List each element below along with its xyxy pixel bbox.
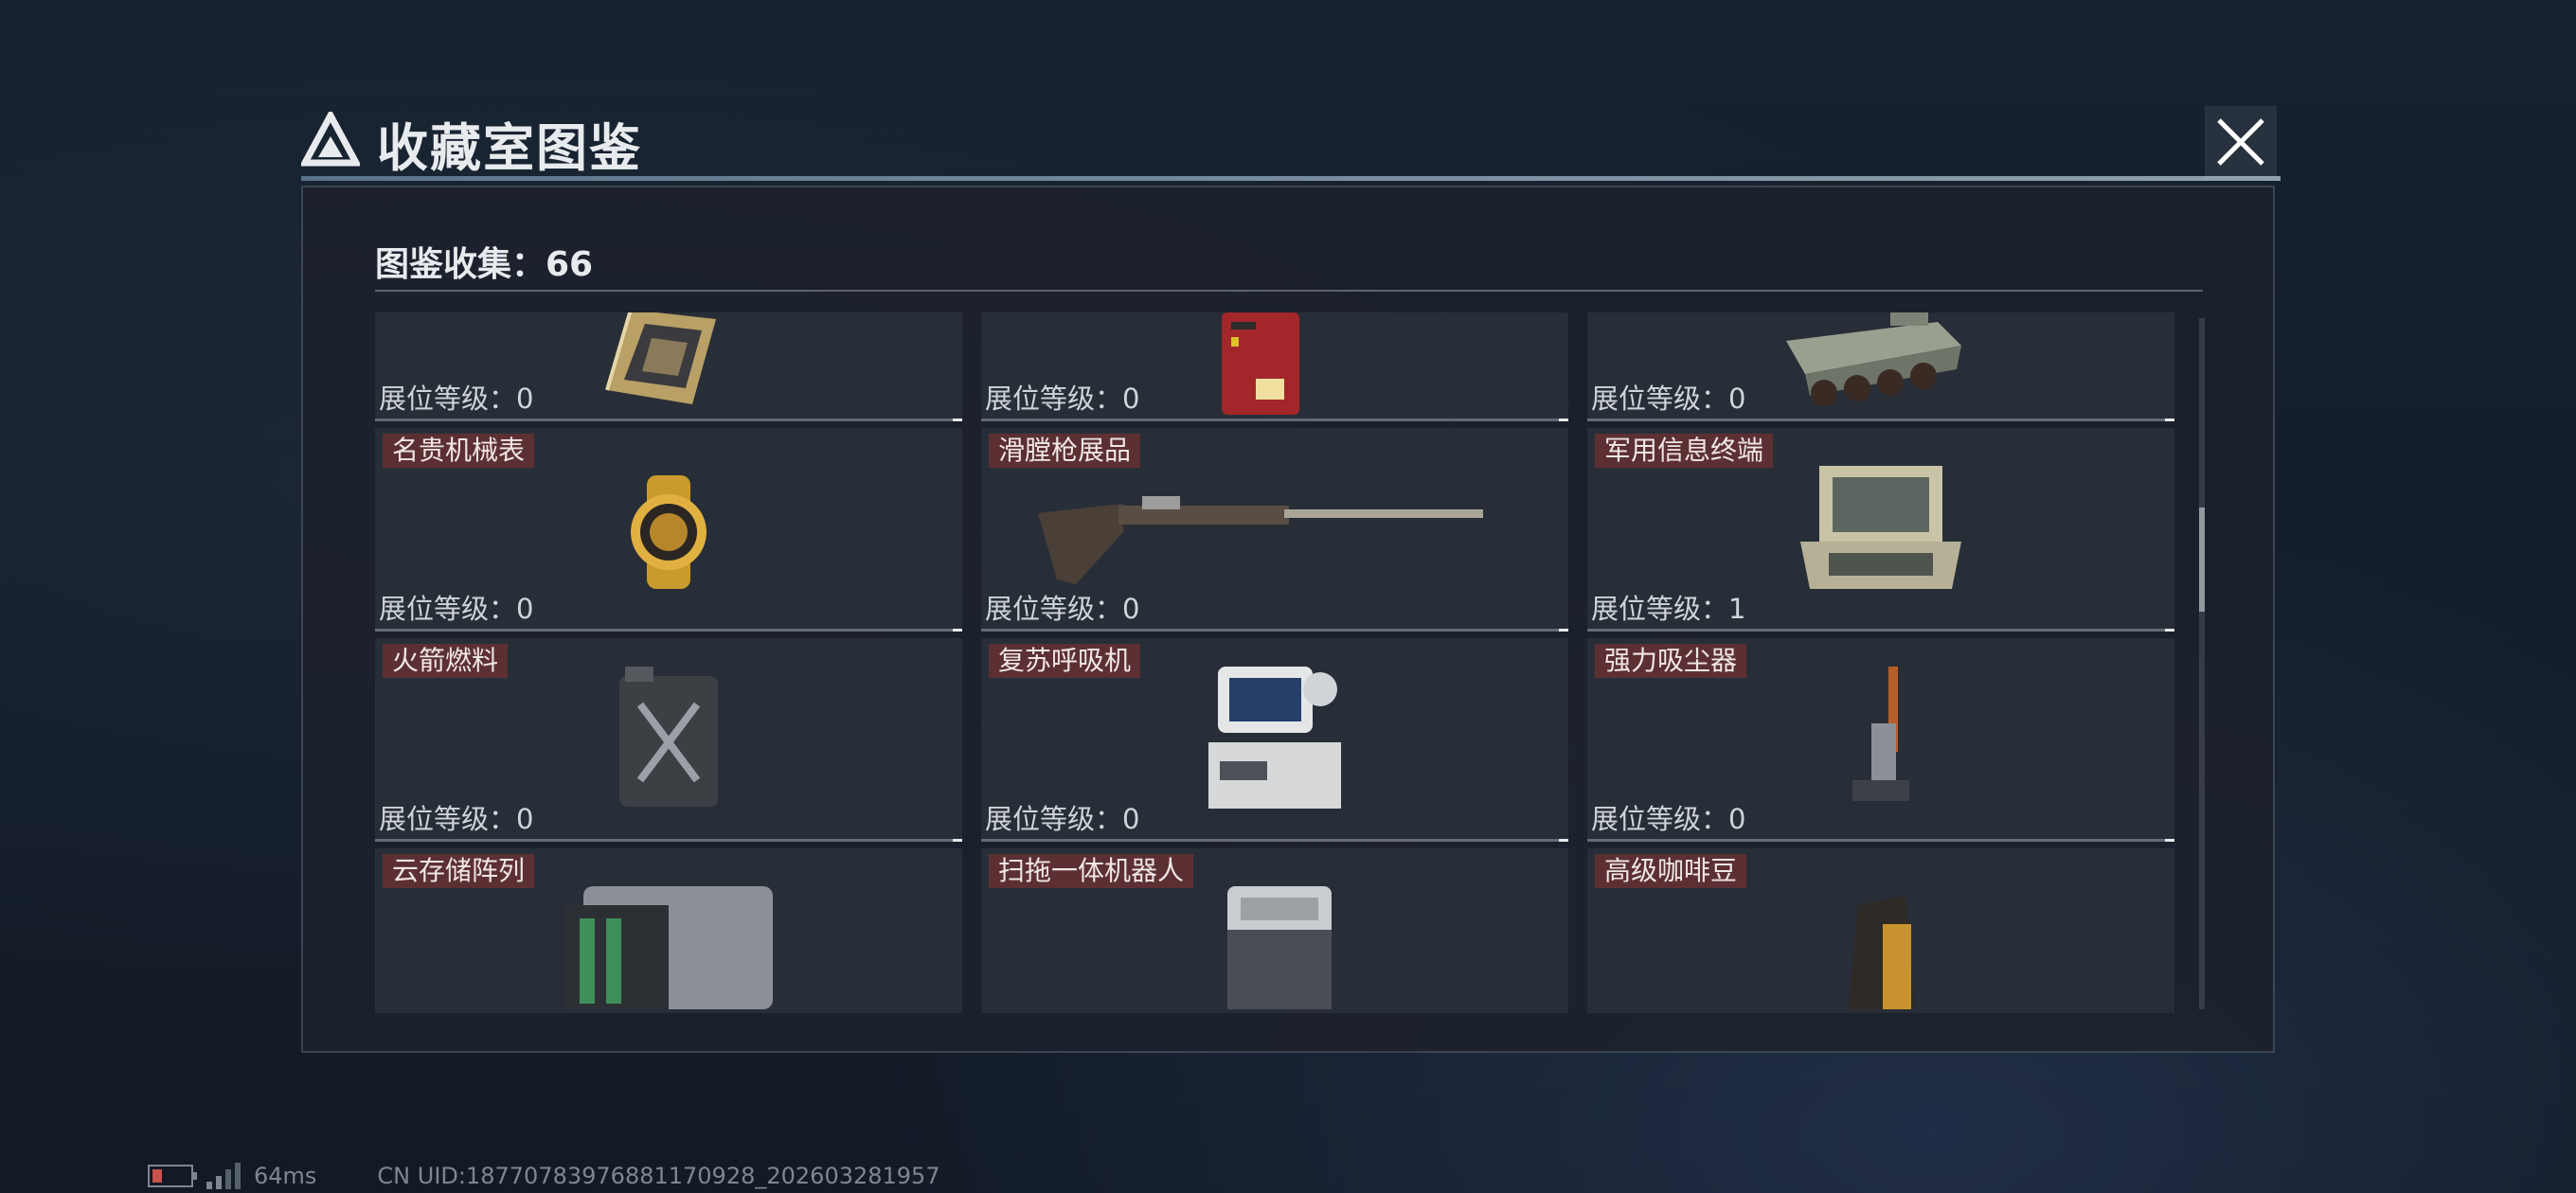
window-title: 收藏室图鉴: [377, 118, 642, 178]
storage-array-icon: [564, 886, 773, 1009]
booth-level: 展位等级：0: [1591, 803, 1746, 835]
collection-card[interactable]: 扫拖一体机器人: [981, 848, 1568, 1013]
booth-level: 展位等级：0: [985, 383, 1140, 415]
scrollbar-thumb[interactable]: [2199, 507, 2205, 612]
gold-circuit-chip-icon: [605, 312, 716, 404]
item-name-tag: 军用信息终端: [1595, 434, 1774, 468]
item-name-tag: 强力吸尘器: [1595, 644, 1747, 678]
item-name-tag: 高级咖啡豆: [1595, 854, 1747, 888]
booth-level: 展位等级：0: [379, 593, 534, 625]
ping-value: 64ms: [254, 1163, 317, 1189]
collection-card[interactable]: 展位等级：0: [1587, 312, 2174, 421]
delta-logo-icon: [301, 112, 360, 167]
booth-level: 展位等级：0: [985, 593, 1140, 625]
collection-card[interactable]: 滑膛枪展品 展位等级：0: [981, 428, 1568, 632]
collection-card[interactable]: 强力吸尘器 展位等级：0: [1587, 638, 2174, 842]
grid-scrollbar[interactable]: [2199, 318, 2205, 1009]
item-name-tag: 复苏呼吸机: [989, 644, 1141, 678]
gold-watch-icon: [631, 475, 707, 589]
booth-level: 展位等级：0: [1591, 383, 1746, 415]
status-bar: 64ms CN UID:18770783976881170928_2026032…: [148, 1163, 940, 1189]
collection-card[interactable]: 展位等级：0: [981, 312, 1568, 421]
item-name-tag: 滑膛枪展品: [989, 434, 1141, 468]
collection-count: 图鉴收集：66: [375, 245, 594, 284]
signal-icon: [206, 1163, 241, 1189]
battery-icon: [148, 1165, 197, 1187]
collection-card[interactable]: 火箭燃料 展位等级：0: [375, 638, 962, 842]
booth-level: 展位等级：0: [985, 803, 1140, 835]
collection-card[interactable]: 高级咖啡豆: [1587, 848, 2174, 1013]
collection-card[interactable]: 名贵机械表 展位等级：0: [375, 428, 962, 632]
coffee-bag-icon: [1849, 896, 1915, 1009]
item-name-tag: 扫拖一体机器人: [989, 854, 1194, 888]
fuel-canister-icon: [619, 667, 718, 807]
red-card-device-icon: [1222, 312, 1299, 415]
item-name-tag: 云存储阵列: [383, 854, 535, 888]
collection-card[interactable]: 军用信息终端 展位等级：1: [1587, 428, 2174, 632]
musket-icon: [1038, 496, 1483, 584]
collection-card[interactable]: 云存储阵列: [375, 848, 962, 1013]
collection-card[interactable]: 复苏呼吸机 展位等级：0: [981, 638, 1568, 842]
uid-text: CN UID:18770783976881170928_202603281957: [377, 1163, 940, 1189]
ventilator-icon: [1208, 667, 1341, 809]
collection-card[interactable]: 展位等级：0: [375, 312, 962, 421]
collection-panel: 图鉴收集：66 展位等级：0 展位等级: [301, 186, 2275, 1053]
booth-level: 展位等级：0: [379, 803, 534, 835]
close-button[interactable]: [2205, 106, 2277, 178]
title-divider: [301, 176, 2281, 181]
armored-vehicle-icon: [1786, 312, 1961, 406]
booth-level: 展位等级：1: [1591, 593, 1746, 625]
item-grid-viewport[interactable]: 展位等级：0 展位等级：0 展位等级：0: [375, 312, 2203, 1013]
vacuum-cleaner-icon: [1852, 667, 1909, 801]
close-icon: [2217, 118, 2264, 166]
item-name-tag: 火箭燃料: [383, 644, 509, 678]
mop-robot-icon: [1227, 886, 1332, 1009]
window-titlebar: 收藏室图鉴: [301, 102, 2281, 181]
military-terminal-icon: [1800, 466, 1961, 589]
booth-level: 展位等级：0: [379, 383, 534, 415]
item-name-tag: 名贵机械表: [383, 434, 535, 468]
count-divider: [375, 290, 2203, 292]
